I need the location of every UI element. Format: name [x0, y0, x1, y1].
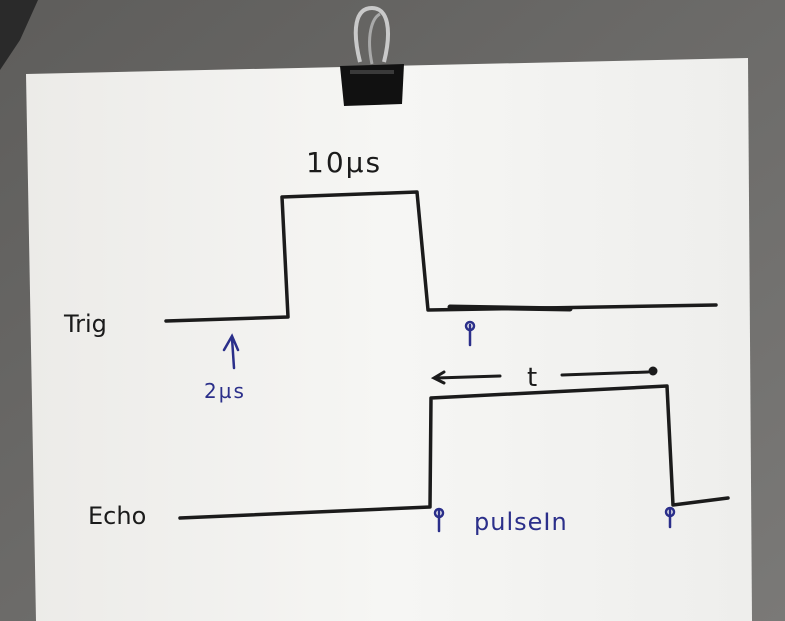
trig-falling-marker-icon — [464, 320, 476, 347]
trig-label: Trig — [63, 310, 107, 338]
echo-waveform — [178, 384, 730, 520]
corner-object — [0, 0, 38, 70]
time-label: t — [527, 363, 537, 393]
trig-waveform — [164, 190, 718, 323]
echo-label: Echo — [88, 502, 146, 530]
echo-end-marker-icon — [664, 506, 676, 529]
pulse-width-label: 10µs — [306, 146, 382, 179]
pulsein-label: pulseIn — [474, 508, 568, 536]
paper-sheet — [26, 58, 752, 621]
delay-arrow-icon — [222, 333, 240, 370]
binder-clip-icon — [340, 5, 404, 106]
echo-start-marker-icon — [433, 507, 445, 533]
time-span-arrow-icon — [430, 366, 658, 385]
delay-label: 2µs — [204, 379, 246, 403]
